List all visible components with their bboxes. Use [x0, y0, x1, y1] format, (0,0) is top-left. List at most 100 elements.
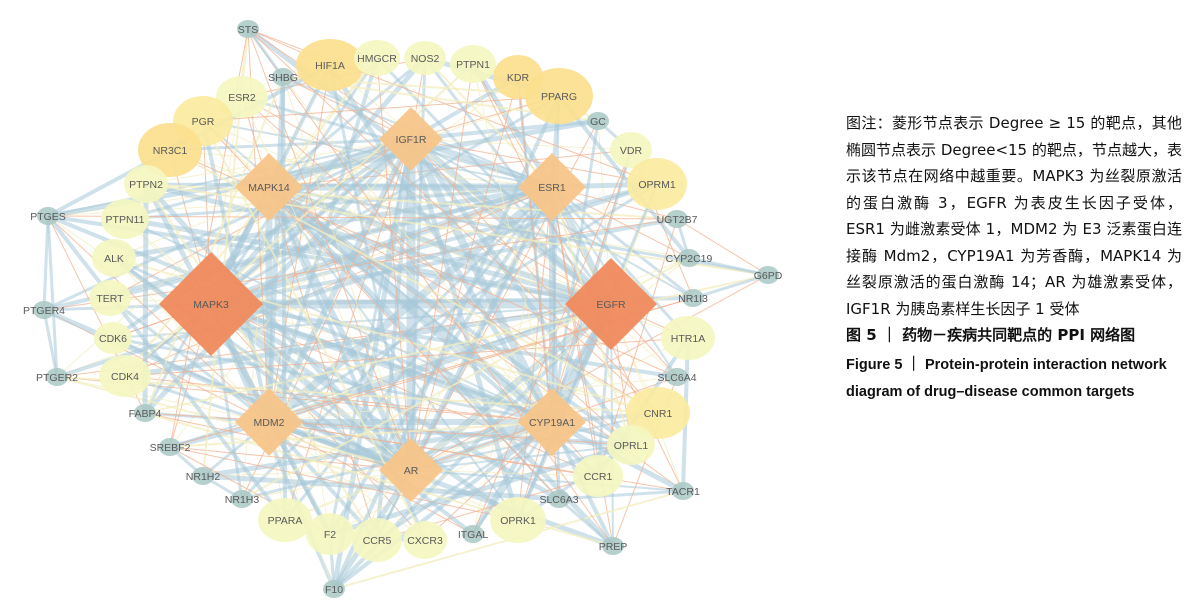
node-g6pd: G6PD [754, 266, 783, 284]
node-nos2: NOS2 [404, 41, 446, 75]
node-oprk1: OPRK1 [490, 497, 546, 543]
edge-slc6a3-prep [558, 497, 614, 548]
edge-ptpn2-ugt2b7 [145, 183, 678, 220]
node-label-mapk3: MAPK3 [193, 299, 229, 311]
node-esr1: ESR1 [518, 153, 586, 221]
node-gc: GC [587, 112, 609, 130]
node-label-ppara: PPARA [268, 515, 303, 527]
edge-sts-shbg [246, 28, 285, 78]
node-shape-hmgcr [354, 40, 400, 76]
node-nr1i3: NR1I3 [678, 289, 708, 307]
node-label-nr1i3: NR1I3 [678, 293, 708, 305]
node-shape-ptpn1 [450, 45, 496, 83]
node-nr1h2: NR1H2 [186, 467, 220, 485]
node-cyp19a1: CYP19A1 [518, 388, 586, 456]
node-egfr: EGFR [565, 258, 657, 350]
node-label-cyp19a1: CYP19A1 [529, 417, 575, 429]
edge-htr1a-cdk4 [124, 337, 689, 377]
edge-ptger4-ptger2 [42, 309, 59, 378]
node-label-oprl1: OPRL1 [614, 440, 649, 452]
node-shape-ptges [37, 207, 59, 225]
node-ccr5: CCR5 [352, 518, 402, 562]
node-mapk3: MAPK3 [159, 252, 263, 356]
edge-slc6a3-tacr1 [558, 489, 684, 501]
node-shape-cyp19a1 [518, 388, 586, 456]
node-pparg: PPARG [525, 68, 593, 124]
edge-g6pd-ugt2b7 [676, 218, 769, 276]
edge-ar-hif1a [328, 64, 413, 471]
edge-ar-oprl1 [410, 444, 632, 471]
node-shape-sts [237, 20, 259, 38]
node-shape-cyp2c19 [678, 249, 700, 267]
edge-esr1-nos2 [424, 57, 553, 188]
node-cdk6: CDK6 [94, 322, 132, 354]
edge-oprk1-srebf2 [169, 446, 519, 521]
node-label-srebf2: SREBF2 [150, 442, 191, 454]
node-shape-ptger2 [46, 368, 68, 386]
node-slc6a3: SLC6A3 [539, 490, 579, 508]
edge-vdr-itgal [472, 149, 632, 535]
node-shape-nr1h2 [192, 467, 214, 485]
node-ptger4: PTGER4 [23, 301, 65, 319]
node-ptpn2: PTPN2 [124, 165, 168, 203]
node-ptges: PTGES [30, 207, 66, 225]
node-shape-slc6a3 [548, 490, 570, 508]
node-label-igf1r: IGF1R [396, 134, 427, 146]
node-label-ptpn1: PTPN1 [456, 59, 490, 71]
edge-ar-tacr1 [410, 469, 684, 492]
node-cxcr3: CXCR3 [403, 521, 447, 559]
edge-igf1r-ppara [284, 138, 412, 521]
node-label-oprm1: OPRM1 [638, 179, 676, 191]
edge-cyp19a1-ccr5 [376, 420, 553, 542]
node-ar: AR [379, 438, 443, 502]
node-shape-ccr5 [352, 518, 402, 562]
node-label-ptger2: PTGER2 [36, 372, 78, 384]
node-oprm1: OPRM1 [627, 158, 687, 210]
node-slc6a4: SLC6A4 [657, 368, 697, 386]
edge-f10-pparg [332, 95, 561, 590]
node-label-cyp2c19: CYP2C19 [666, 253, 713, 265]
node-shape-oprm1 [627, 158, 687, 210]
edge-cyp2c19-pparg [557, 94, 691, 260]
node-shape-itgal [462, 525, 484, 543]
node-nr1h3: NR1H3 [225, 490, 259, 508]
edge-ptges-ugt2b7 [47, 215, 678, 220]
node-shape-mapk14 [235, 153, 303, 221]
node-label-ugt2b7: UGT2B7 [657, 214, 698, 226]
edge-mapk14-nos2 [268, 56, 426, 189]
node-sts: STS [237, 20, 259, 38]
node-tert: TERT [89, 280, 131, 316]
edge-ar-ptpn2 [144, 182, 413, 472]
edge-esr1-ptpn11 [124, 185, 553, 221]
node-label-esr1: ESR1 [538, 182, 566, 194]
node-shape-nr3c1 [138, 123, 202, 177]
node-label-slc6a4: SLC6A4 [657, 372, 696, 384]
edge-ar-kdr [410, 76, 519, 471]
node-shbg: SHBG [268, 68, 298, 86]
node-label-tacr1: TACR1 [666, 486, 700, 498]
node-label-mapk14: MAPK14 [248, 182, 290, 194]
edge-oprm1-oprk1 [516, 183, 659, 521]
node-shape-ptpn11 [101, 199, 149, 239]
node-mdm2: MDM2 [235, 388, 303, 456]
edge-fabp4-shbg [144, 76, 284, 414]
node-f10: F10 [323, 580, 345, 598]
node-label-sts: STS [238, 24, 258, 36]
node-shape-cxcr3 [403, 521, 447, 559]
node-shape-mdm2 [235, 388, 303, 456]
edge-ar-ptpn11 [124, 218, 412, 471]
node-f2: F2 [306, 513, 354, 555]
node-label-hmgcr: HMGCR [357, 53, 397, 65]
node-shape-oprk1 [490, 497, 546, 543]
node-label-gc: GC [590, 116, 606, 128]
edge-ar-nr1h2 [202, 469, 412, 477]
node-label-kdr: KDR [507, 72, 530, 84]
node-label-alk: ALK [104, 253, 124, 265]
node-label-ptpn2: PTPN2 [129, 179, 163, 191]
edge-mdm2-ptger2 [56, 376, 270, 423]
node-shape-slc6a4 [666, 368, 688, 386]
node-esr2: ESR2 [216, 76, 268, 118]
node-ppara: PPARA [258, 498, 312, 542]
